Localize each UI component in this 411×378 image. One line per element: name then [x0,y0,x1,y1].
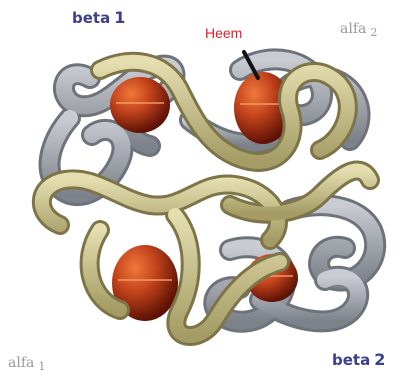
label-alfa-2-subscript: 2 [370,26,377,39]
label-heme: Heem [205,26,242,40]
label-beta-2: beta2 [332,352,385,368]
label-beta-2-text: beta [332,351,370,369]
label-alfa-1-subscript: 1 [38,360,45,373]
label-beta-1-text: beta [72,9,110,27]
label-beta-1: beta1 [72,10,125,26]
label-alfa-2: alfa 2 [340,22,377,36]
heme-top-left [110,77,170,133]
label-beta-2-subscript: 2 [374,350,385,369]
label-alfa-1-text: alfa [8,355,34,371]
label-alfa-2-text: alfa [340,21,366,37]
label-beta-1-subscript: 1 [114,8,125,27]
label-alfa-1: alfa 1 [8,356,45,370]
